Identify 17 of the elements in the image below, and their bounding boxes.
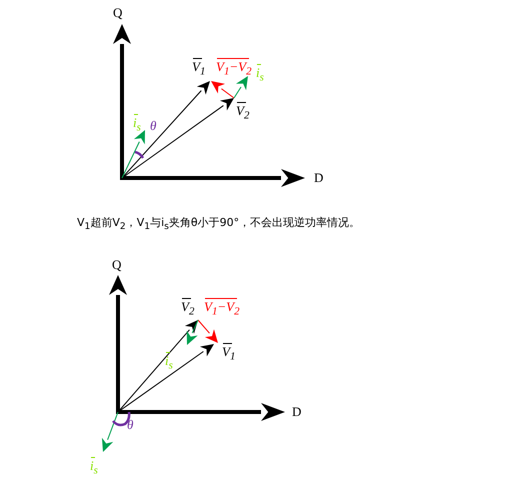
axis-label: Q — [113, 6, 122, 20]
vector-label: i$_{s}$ — [90, 455, 98, 478]
vector-label: V$_{1}$ — [222, 341, 236, 364]
vector-label: i$_{s}$ — [133, 112, 141, 135]
note-text: V$_{1}$超前V$_{2}$，V$_{1}$与i$_{s}$夹角θ小于90°，不会出现逆功率情况。 — [77, 216, 360, 234]
axis-label: D — [314, 171, 324, 185]
vector-label: i$_{s}$ — [165, 350, 173, 373]
angle-label: θ — [127, 418, 134, 432]
axis-label: Q — [112, 258, 122, 272]
vector-label: i$_{s}$ — [256, 62, 264, 85]
vector-label: V$_{1}$−V$_{2}$ — [216, 56, 252, 79]
vector-label: V$_{2}$ — [181, 296, 194, 319]
vector-label: V$_{2}$ — [236, 100, 250, 123]
vector-label: V$_{1}$−V$_{2}$ — [204, 296, 240, 319]
axis-label: D — [292, 405, 302, 419]
vector-label: V$_{1}$ — [192, 56, 206, 79]
angle-label: θ — [150, 119, 156, 133]
